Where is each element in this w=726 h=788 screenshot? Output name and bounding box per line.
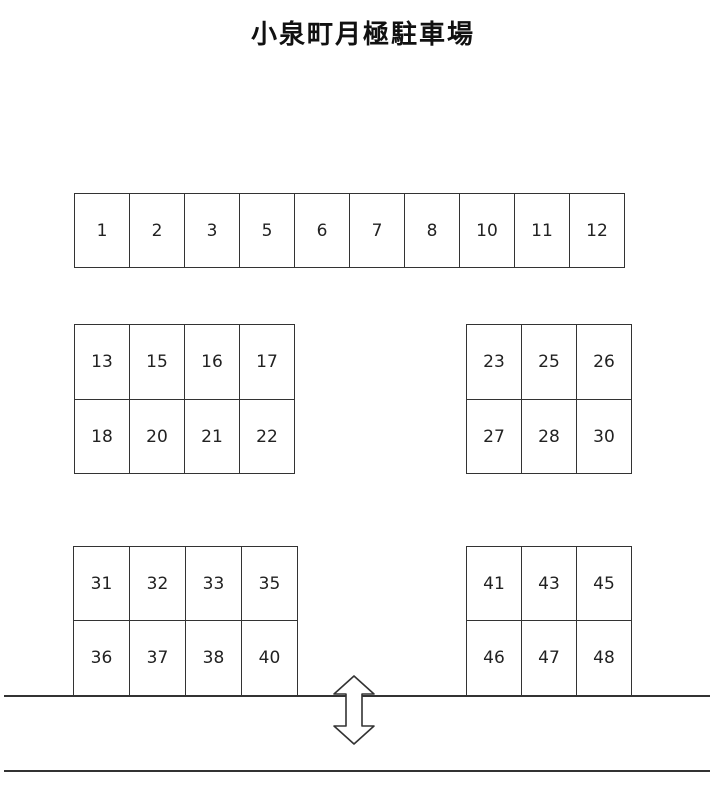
parking-slot: 20: [130, 400, 185, 474]
parking-slot: 47: [522, 621, 577, 696]
parking-slot: 45: [577, 547, 632, 621]
parking-slot: 26: [577, 325, 632, 400]
parking-slot: 18: [75, 400, 130, 474]
page-title: 小泉町月極駐車場: [250, 20, 475, 50]
parking-slot: 13: [75, 325, 130, 400]
parking-block-bottom-left: 31 32 33 35 36 37 38 40: [73, 546, 298, 696]
parking-slot: 15: [130, 325, 185, 400]
parking-slot: 17: [240, 325, 295, 400]
parking-slot: 46: [467, 621, 522, 696]
parking-slot: 5: [240, 194, 295, 268]
parking-slot: 16: [185, 325, 240, 400]
parking-slot: 7: [350, 194, 405, 268]
parking-slot: 23: [467, 325, 522, 400]
parking-slot: 6: [295, 194, 350, 268]
parking-slot: 2: [130, 194, 185, 268]
parking-slot: 41: [467, 547, 522, 621]
parking-block-top: 1 2 3 5 6 7 8 10 11 12: [74, 193, 625, 268]
parking-slot: 28: [522, 400, 577, 474]
parking-slot: 43: [522, 547, 577, 621]
parking-slot: 30: [577, 400, 632, 474]
parking-slot: 35: [242, 547, 298, 621]
parking-slot: 1: [75, 194, 130, 268]
parking-slot: 22: [240, 400, 295, 474]
parking-slot: 32: [130, 547, 186, 621]
parking-slot: 11: [515, 194, 570, 268]
parking-slot: 48: [577, 621, 632, 696]
parking-slot: 3: [185, 194, 240, 268]
parking-slot: 38: [186, 621, 242, 696]
parking-block-mid-right: 23 25 26 27 28 30: [466, 324, 632, 474]
parking-slot: 31: [74, 547, 130, 621]
parking-slot: 8: [405, 194, 460, 268]
parking-slot: 37: [130, 621, 186, 696]
road-edge-line: [4, 770, 710, 772]
parking-slot: 10: [460, 194, 515, 268]
parking-slot: 33: [186, 547, 242, 621]
parking-slot: 25: [522, 325, 577, 400]
parking-slot: 27: [467, 400, 522, 474]
parking-block-bottom-right: 41 43 45 46 47 48: [466, 546, 632, 696]
parking-block-mid-left: 13 15 16 17 18 20 21 22: [74, 324, 295, 474]
parking-slot: 12: [570, 194, 625, 268]
parking-slot: 21: [185, 400, 240, 474]
parking-slot: 40: [242, 621, 298, 696]
double-arrow-vertical-icon: [333, 675, 375, 745]
parking-slot: 36: [74, 621, 130, 696]
